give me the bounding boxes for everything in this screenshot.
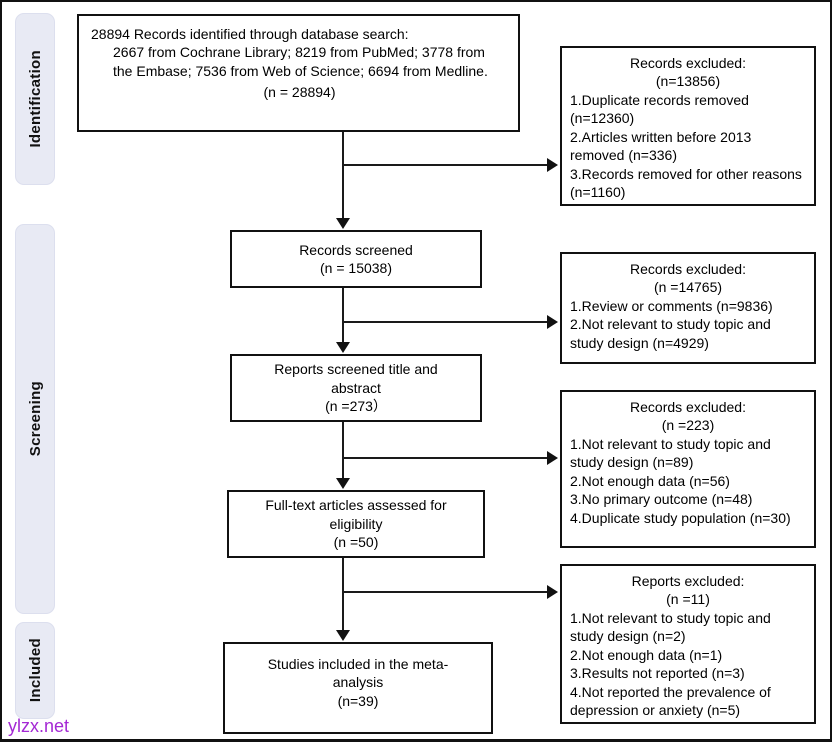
box-records-screened: Records screened (n = 15038) [230, 230, 482, 288]
excluded-1-item: 3.Records removed for other reasons (n=1… [570, 165, 802, 201]
arrow-right-icon [547, 315, 558, 329]
fulltext-assessed-label: Full-text articles assessed for eligibil… [265, 497, 447, 532]
stage-identification-label: Identification [26, 50, 44, 148]
arrow-down-icon [336, 630, 350, 641]
excluded-4-item: 2.Not enough data (n=1) [570, 646, 723, 663]
connector-line [342, 288, 344, 342]
records-identified-detail: 2667 from Cochrane Library; 8219 from Pu… [113, 44, 488, 79]
stage-screening: Screening [15, 224, 55, 614]
connector-line [343, 591, 548, 593]
connector-line [342, 422, 344, 480]
excluded-3-n: (n =223) [661, 417, 715, 434]
reports-screened-n: (n =273） [325, 398, 387, 415]
arrow-down-icon [336, 342, 350, 353]
excluded-3-item: 2.Not enough data (n=56) [570, 472, 730, 489]
arrow-down-icon [336, 478, 350, 489]
studies-included-n: (n=39) [337, 692, 379, 709]
excluded-3-title: Records excluded: [630, 399, 746, 415]
stage-screening-label: Screening [26, 381, 44, 457]
box-excluded-identification: Records excluded: (n=13856) 1.Duplicate … [560, 46, 816, 206]
excluded-2-item: 1.Review or comments (n=9836) [570, 297, 773, 314]
box-fulltext-assessed: Full-text articles assessed for eligibil… [227, 490, 485, 558]
connector-line [342, 558, 344, 632]
arrow-right-icon [547, 585, 558, 599]
records-identified-title: 28894 Records identified through databas… [91, 26, 409, 42]
records-screened-n: (n = 15038) [320, 260, 392, 276]
excluded-3-item: 3.No primary outcome (n=48) [570, 491, 753, 508]
arrow-down-icon [336, 218, 350, 229]
excluded-4-title: Reports excluded: [631, 573, 745, 589]
records-identified-n: (n = 28894) [263, 84, 336, 101]
excluded-1-title: Records excluded: [630, 55, 746, 71]
connector-line [342, 132, 344, 220]
box-reports-excluded: Reports excluded: (n =11) 1.Not relevant… [560, 564, 816, 724]
excluded-1-item: 1.Duplicate records removed (n=12360) [570, 91, 749, 127]
studies-included-label: Studies included in the meta-analysis [267, 656, 449, 691]
connector-line [343, 457, 548, 459]
stage-included: Included [15, 622, 55, 719]
excluded-3-item: 4.Duplicate study population (n=30) [570, 509, 791, 526]
excluded-4-item: 1.Not relevant to study topic and study … [570, 609, 771, 645]
box-studies-included: Studies included in the meta-analysis (n… [223, 642, 493, 734]
excluded-1-n: (n=13856) [655, 73, 721, 90]
reports-screened-label: Reports screened title and abstract [274, 361, 438, 396]
excluded-2-title: Records excluded: [630, 261, 746, 277]
box-excluded-screening-1: Records excluded: (n =14765) 1.Review or… [560, 252, 816, 364]
connector-line [343, 321, 548, 323]
connector-line [343, 164, 548, 166]
stage-identification: Identification [15, 13, 55, 185]
box-excluded-screening-2: Records excluded: (n =223) 1.Not relevan… [560, 390, 816, 548]
arrow-right-icon [547, 158, 558, 172]
excluded-4-item: 3.Results not reported (n=3) [570, 665, 745, 682]
box-reports-screened-title-abstract: Reports screened title and abstract (n =… [230, 354, 482, 422]
box-records-identified: 28894 Records identified through databas… [77, 14, 520, 132]
watermark-text: ylzx.net [8, 716, 70, 736]
excluded-1-item: 2.Articles written before 2013 removed (… [570, 128, 752, 164]
stage-included-label: Included [26, 638, 44, 703]
arrow-right-icon [547, 451, 558, 465]
excluded-4-n: (n =11) [666, 591, 710, 608]
records-screened-label: Records screened [299, 241, 413, 258]
fulltext-assessed-n: (n =50) [333, 534, 379, 551]
excluded-4-item: 4.Not reported the prevalence of depress… [570, 683, 771, 719]
excluded-2-item: 2.Not relevant to study topic and study … [570, 316, 771, 351]
excluded-2-n: (n =14765) [653, 279, 723, 296]
excluded-3-item: 1.Not relevant to study topic and study … [570, 435, 771, 471]
